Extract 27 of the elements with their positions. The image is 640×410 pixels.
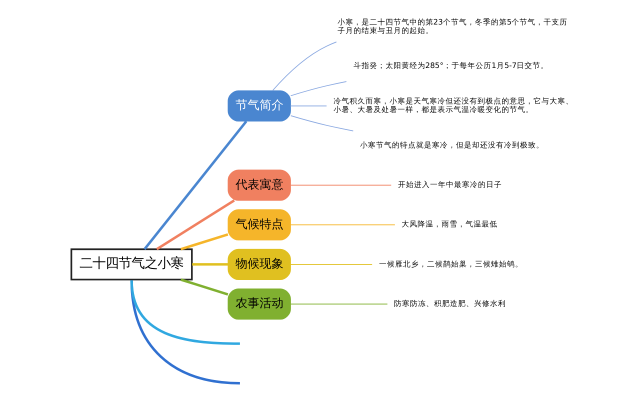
node-box: 节气简介 [228,90,291,122]
node-box: 农事活动 [228,288,291,320]
connector [130,280,240,345]
node-text: 防寒防冻、积肥造肥、兴修水利 [394,298,506,308]
connector [144,120,248,250]
connector [290,81,347,96]
connector [192,263,228,266]
connector [290,224,396,226]
node-text: 小寒节气的特点就是寒冷，但是却还没有冷到极致。 [360,140,544,150]
connector [180,278,228,296]
node-text: 小寒，是二十四节气中的第23个节气，冬季的第5个节气，干支历子月的结束与丑月的起始。 [337,17,568,35]
node-text: 大风降温，雨雪，气温最低 [402,220,498,229]
node-box: 代表寓意 [228,170,291,201]
connector [272,42,337,92]
node-box: 物候现象 [228,248,291,280]
connector [290,184,392,186]
node-text: 斗指癸；太阳黄经为285°；于每年公历1月5-7日交节。 [353,61,549,70]
connector [130,280,240,385]
node-box: 气候特点 [228,209,291,240]
connector [290,115,354,132]
node-box: 二十四节气之小寒 [70,248,193,280]
connector [156,199,235,250]
connector [290,264,373,265]
node-text: 冷气积久而寒，小寒是天气寒冷但还没有到极点的意思，它与大寒、小暑、大暑及处暑一样，都是表示气温冷暖变化的节气。 [333,96,574,114]
node-text: 一候雁北乡，二候鹊始巢，三候雉始鸲。 [378,259,523,268]
connector [180,233,228,250]
node-text: 开始进入一年中最寒冷的日子 [398,180,502,190]
